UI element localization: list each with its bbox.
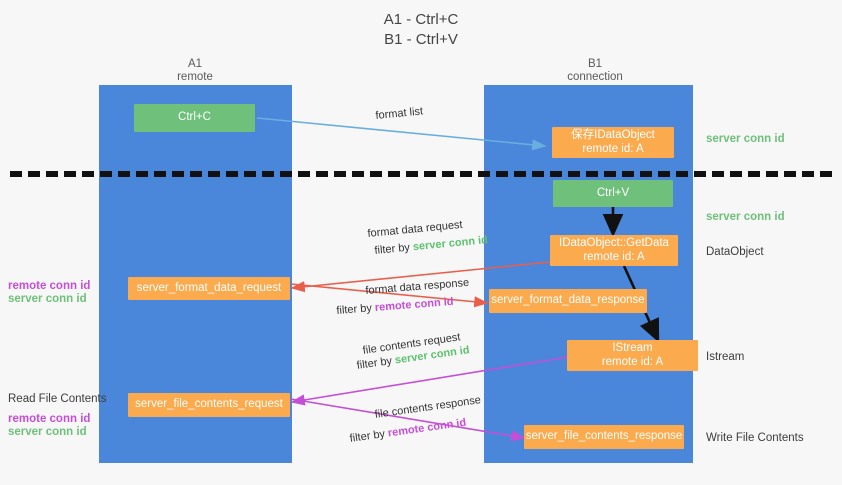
node-save-idataobject-line2: remote id: A	[582, 142, 644, 155]
node-istream-line2: remote id: A	[601, 355, 664, 368]
edge-label-file-contents-response-filter: filter by remote conn id	[349, 417, 467, 445]
filter-prefix: filter by	[336, 301, 376, 317]
edge-label-format-data-response-text: format data response	[365, 276, 470, 297]
left-label-server-conn-id-1: server conn id	[8, 293, 87, 305]
node-ctrl-c[interactable]: Ctrl+C	[134, 104, 255, 132]
right-label-write-file-contents: Write File Contents	[706, 432, 804, 444]
node-server-file-contents-response-label: server_file_contents_response	[525, 430, 683, 443]
node-server-format-data-response-label: server_format_data_response	[491, 294, 645, 307]
node-server-file-contents-request[interactable]: server_file_contents_request	[128, 393, 290, 417]
node-ctrl-v-line1: Ctrl+V	[596, 186, 630, 199]
left-label-remote-conn-id-2: remote conn id	[8, 413, 91, 425]
lane-header-b1: B1 connection	[540, 58, 650, 84]
right-label-server-conn-id-1: server conn id	[706, 133, 785, 145]
left-label-server-conn-id-2: server conn id	[8, 426, 87, 438]
node-ctrl-c-line1: Ctrl+C	[178, 111, 211, 124]
node-save-idataobject-line1: 保存IDataObject	[571, 129, 655, 141]
node-server-format-data-request-label: server_format_data_request	[136, 281, 282, 294]
edge-label-format-list-text: format list	[375, 105, 424, 122]
title-line-2: B1 - Ctrl+V	[384, 31, 458, 48]
lane-subtitle-b1: connection	[567, 71, 623, 83]
node-ctrl-v[interactable]: Ctrl+V	[553, 180, 673, 207]
lane-subtitle-a1: remote	[177, 71, 213, 83]
node-server-format-data-request[interactable]: server_format_data_request	[128, 277, 290, 300]
right-label-dataobject: DataObject	[706, 246, 764, 258]
filter-prefix: filter by	[356, 354, 396, 372]
filter-token-remote-conn-id: remote conn id	[387, 416, 467, 440]
edge-label-format-list: format list	[375, 105, 424, 122]
node-server-file-contents-request-label: server_file_contents_request	[135, 398, 283, 411]
node-istream-line1: IStream	[612, 342, 653, 354]
lane-title-b1: B1	[587, 58, 603, 70]
right-label-server-conn-id-2: server conn id	[706, 211, 785, 223]
node-istream[interactable]: IStream remote id: A	[567, 340, 698, 371]
left-label-remote-conn-id-1: remote conn id	[8, 280, 91, 292]
node-idataobject-getdata-line2: remote id: A	[583, 250, 645, 263]
node-idataobject-getdata[interactable]: IDataObject::GetData remote id: A	[550, 235, 678, 266]
edge-label-file-contents-response-text: file contents response	[374, 394, 482, 421]
node-server-file-contents-response[interactable]: server_file_contents_response	[524, 425, 684, 449]
lane-header-a1: A1 remote	[140, 58, 250, 84]
filter-prefix: filter by	[374, 241, 414, 257]
left-label-read-file-contents: Read File Contents	[8, 393, 107, 405]
right-label-istream: Istream	[706, 351, 745, 363]
title-line-1: A1 - Ctrl+C	[383, 11, 459, 28]
filter-token-remote-conn-id: remote conn id	[374, 295, 454, 314]
node-save-idataobject[interactable]: 保存IDataObject remote id: A	[552, 127, 674, 158]
node-server-format-data-response[interactable]: server_format_data_response	[489, 289, 647, 313]
node-idataobject-getdata-line1: IDataObject::GetData	[559, 237, 669, 249]
edge-label-format-data-response-filter: filter by remote conn id	[336, 296, 454, 317]
edge-label-file-contents-response: file contents response	[374, 394, 482, 421]
diagram-title: A1 - Ctrl+C B1 - Ctrl+V	[0, 10, 842, 50]
separator-dashed-line	[10, 171, 832, 177]
lane-title-a1: A1	[187, 58, 203, 70]
filter-prefix: filter by	[349, 427, 389, 445]
filter-token-server-conn-id: server conn id	[412, 234, 489, 254]
edge-label-format-data-response: format data response	[365, 277, 470, 297]
